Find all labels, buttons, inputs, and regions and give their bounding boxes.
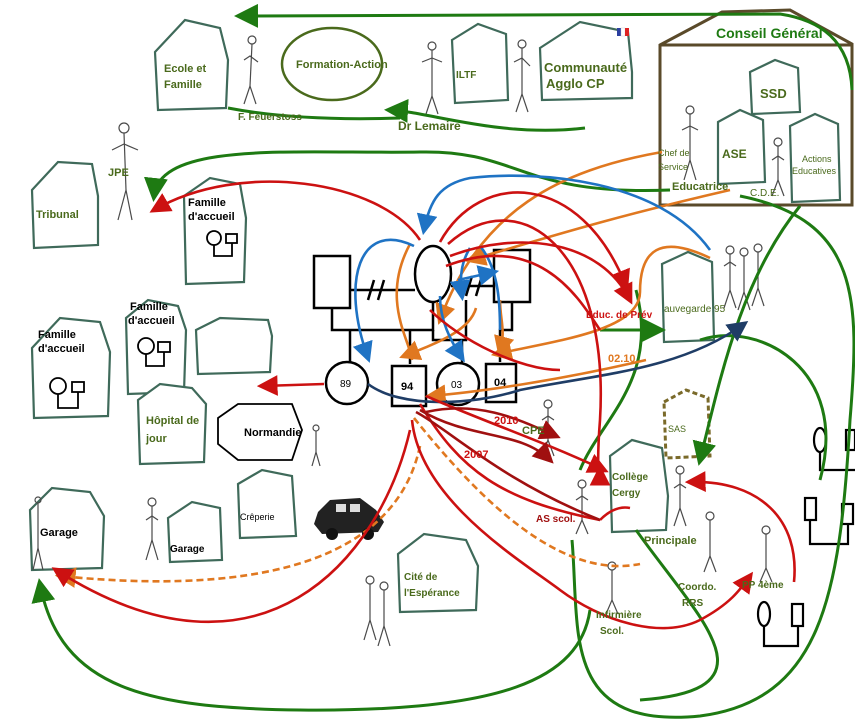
label-educatrice: Educatrice bbox=[672, 181, 728, 193]
label-sauvegarde: auvegarde 95 bbox=[664, 304, 726, 315]
house-icon bbox=[788, 112, 842, 204]
label-tribunal: Tribunal bbox=[36, 209, 79, 221]
house-icon bbox=[450, 22, 510, 105]
formation-action-ellipse bbox=[280, 26, 384, 102]
house-icon bbox=[396, 532, 480, 614]
house-icon bbox=[30, 160, 100, 250]
house-icon bbox=[153, 18, 230, 112]
label-normandie: Normandie bbox=[244, 427, 301, 439]
label-garage1: Garage bbox=[40, 527, 78, 539]
label-04: 04 bbox=[494, 377, 507, 389]
label-creperie: Crêperie bbox=[240, 512, 275, 522]
foster-family-icon bbox=[206, 230, 238, 257]
person-icon bbox=[771, 137, 785, 197]
house-icon bbox=[194, 316, 274, 376]
label-2007: 2007 bbox=[464, 449, 488, 461]
label-coordo: Coordo.RRS bbox=[678, 582, 717, 609]
person-icon bbox=[673, 465, 687, 527]
person-icon bbox=[32, 496, 44, 571]
person-icon bbox=[145, 497, 159, 561]
label-cde: C.D.E. bbox=[750, 188, 779, 199]
label-drlemaire: Dr Lemaire bbox=[398, 119, 461, 133]
person-icon bbox=[243, 35, 259, 105]
label-principale: Principale bbox=[644, 535, 697, 547]
label-2010: 2010 bbox=[494, 415, 518, 427]
label-89: 89 bbox=[340, 379, 352, 390]
label-garage2: Garage bbox=[170, 544, 205, 555]
house-icon bbox=[716, 108, 767, 186]
label-ase: ASE bbox=[722, 147, 747, 161]
house-icon bbox=[660, 250, 716, 344]
label-0210: 02.10 bbox=[608, 353, 636, 365]
foster-family-icon bbox=[49, 377, 85, 409]
label-feuerstoss: F. Feuerstoss bbox=[238, 112, 302, 123]
label-sas: SAS bbox=[668, 424, 686, 434]
person-icon bbox=[363, 575, 391, 647]
label-cpe: CPE bbox=[522, 425, 545, 437]
central-genogram bbox=[312, 244, 532, 408]
blue-links bbox=[352, 174, 712, 363]
label-formation: Formation-Action bbox=[296, 59, 388, 71]
label-conseil: Conseil Général bbox=[716, 25, 823, 41]
person-icon bbox=[703, 511, 717, 573]
house-icon bbox=[608, 438, 670, 534]
person-icon bbox=[111, 122, 139, 221]
orange-dashed-links bbox=[54, 417, 641, 588]
person-icon bbox=[681, 105, 699, 181]
house-icon bbox=[538, 20, 634, 102]
person-icon bbox=[605, 561, 619, 615]
label-ssd: SSD bbox=[760, 86, 787, 101]
label-03: 03 bbox=[451, 380, 463, 391]
person-icon bbox=[723, 243, 765, 311]
house-icon bbox=[124, 298, 188, 396]
label-94: 94 bbox=[401, 381, 414, 393]
label-pp: PP 4ème bbox=[742, 580, 784, 591]
person-icon bbox=[421, 41, 443, 115]
normandie-shape bbox=[217, 403, 303, 461]
darkred-links bbox=[415, 407, 601, 522]
person-icon bbox=[311, 424, 321, 467]
house-icon bbox=[236, 468, 298, 540]
navy-links bbox=[367, 320, 749, 404]
person-icon bbox=[759, 525, 773, 583]
person-icon bbox=[575, 479, 589, 535]
flag-icon bbox=[617, 27, 629, 37]
label-asscol: AS scol. bbox=[536, 514, 576, 525]
genogram-female-icon bbox=[413, 244, 453, 304]
house-icon bbox=[166, 500, 224, 564]
red-links bbox=[51, 180, 796, 630]
genogram-male-icon bbox=[492, 248, 532, 304]
car-icon bbox=[314, 498, 384, 540]
house-icon bbox=[30, 316, 112, 420]
genogram-male-icon bbox=[312, 254, 352, 310]
label-iltf: ILTF bbox=[456, 70, 476, 81]
house-icon bbox=[28, 486, 106, 572]
label-jpe: JPE bbox=[108, 167, 129, 179]
foster-family-icon bbox=[137, 337, 171, 367]
house-icon bbox=[748, 58, 802, 116]
house-icon bbox=[136, 382, 208, 466]
genogram-child-89 bbox=[324, 360, 370, 406]
label-educprev: Educ. de Prév bbox=[586, 310, 653, 321]
person-icon bbox=[513, 39, 531, 113]
